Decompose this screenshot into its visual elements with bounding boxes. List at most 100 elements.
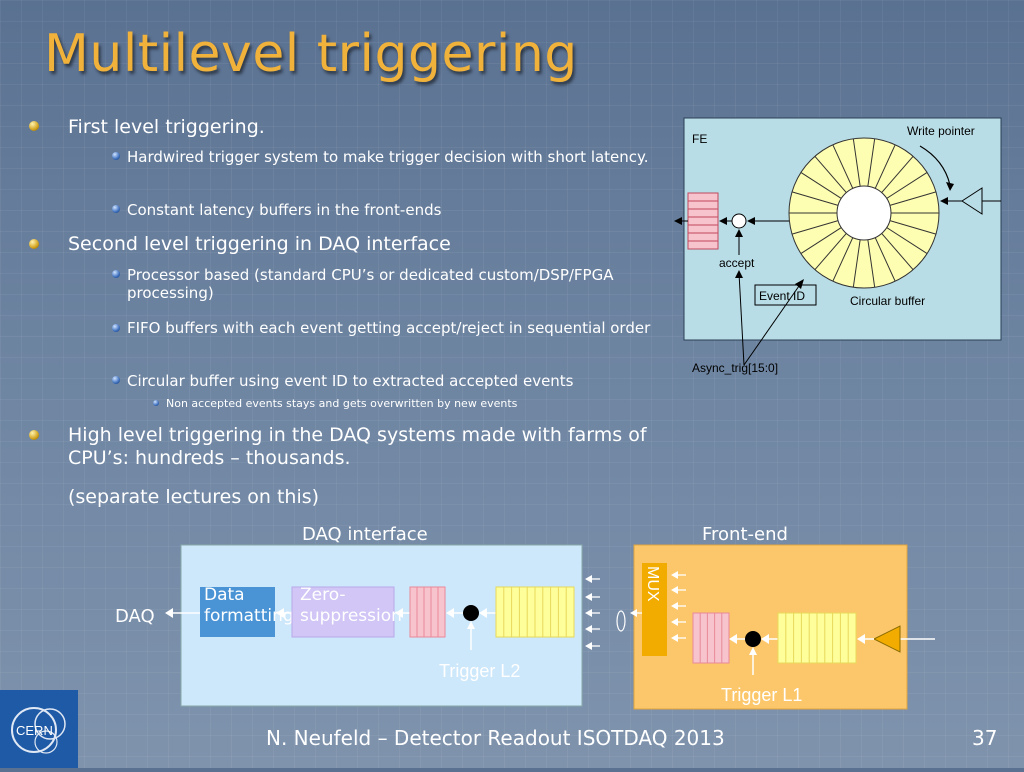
fifo-body: [409, 586, 446, 638]
input-arrowhead: [585, 642, 592, 650]
buffer-slot-divider: [874, 237, 896, 282]
buffer-slot-divider: [874, 144, 896, 189]
buffer-slot-divider: [889, 220, 937, 235]
daq-interface-label: DAQ interface: [302, 524, 428, 545]
bullet-item: High level triggering in the DAQ systems…: [68, 424, 647, 469]
bullet-item: Circular buffer using event ID to extrac…: [127, 372, 574, 390]
zero-suppression-block: [291, 586, 395, 638]
l1-yellow-fifo: [777, 612, 857, 664]
l2fifo-to-zs-arrowhead: [395, 608, 403, 618]
buffer-slot-divider: [791, 220, 839, 235]
input-arrowhead: [585, 593, 592, 601]
fe-label: FE: [692, 132, 707, 146]
buffer-slot-divider: [814, 155, 847, 193]
event-id-arrowhead: [795, 279, 804, 289]
buffer-slot-divider: [832, 144, 854, 189]
input-arrowhead: [671, 634, 678, 642]
amplifier-triangle-icon: [872, 625, 901, 653]
bullet-dot-icon: [29, 430, 39, 440]
footer-text: N. Neufeld – Detector Readout ISOTDAQ 20…: [266, 726, 725, 750]
bullet-dot-icon: [112, 324, 120, 332]
bullet-dot-icon: [112, 152, 120, 160]
gate-to-l1fifo-arrowhead: [729, 634, 737, 644]
zs-to-df-arrowhead: [276, 608, 284, 618]
trigger-l1-gate: [745, 631, 761, 647]
bullet-item: First level triggering.: [68, 116, 265, 138]
buffer-slot-divider: [889, 191, 937, 206]
mux-input-arrows: [671, 571, 686, 642]
async-trig-arrowhead: [735, 270, 743, 278]
input-arrowhead: [671, 618, 678, 626]
bullet-item: Hardwired trigger system to make trigger…: [127, 148, 649, 166]
bullet-item: Second level triggering in DAQ interface: [68, 233, 451, 255]
front-end-box: [633, 544, 908, 710]
bullet-item: Non accepted events stays and gets overw…: [166, 397, 518, 410]
buffer-slot-divider: [832, 237, 854, 282]
input-arrowhead: [671, 602, 678, 610]
slide-title: Multilevel triggering: [44, 24, 578, 84]
bus-ellipsis: [616, 610, 626, 632]
buffer-slot-divider: [791, 191, 839, 206]
input-arrowhead: [940, 197, 948, 205]
bullet-dot-icon: [112, 205, 120, 213]
input-arrowhead: [671, 586, 678, 594]
input-arrowhead: [630, 609, 637, 617]
input-arrowhead: [585, 625, 592, 633]
mux-label: MUX: [644, 566, 661, 602]
trigger-l2-arrowhead: [467, 621, 475, 629]
write-pointer-arrow: [919, 145, 951, 186]
buffer-slot-divider: [852, 138, 861, 187]
bullet-dot-icon: [29, 239, 39, 249]
bullet-item: Processor based (standard CPU’s or dedic…: [127, 266, 614, 302]
input-triangle-icon: [961, 187, 983, 215]
event-id-arrow-line: [743, 285, 800, 366]
l2yellow-to-gate-arrowhead: [479, 608, 487, 618]
cern-logo-text: CERN: [16, 723, 53, 738]
l2-yellow-fifo: [495, 586, 575, 638]
trigger-l2-gate: [463, 605, 479, 621]
fifo-output-arrowhead: [674, 217, 682, 225]
buffer-slot-divider: [881, 233, 914, 271]
buffer-slot-divider: [852, 239, 861, 288]
accept-label: accept: [719, 256, 755, 270]
async-trig-line: [738, 272, 745, 366]
l1-pink-fifo: [692, 612, 730, 664]
circular-buffer-wheel: [788, 137, 940, 289]
bullet-dot-icon: [29, 121, 39, 131]
bullet-dot-icon: [112, 376, 120, 384]
buffer-slot-divider: [814, 233, 847, 271]
buffer-slot-divider: [886, 172, 928, 199]
circular-buffer-label: Circular buffer: [850, 294, 925, 308]
fe-fifo: [687, 192, 719, 250]
buffer-slot-divider: [867, 239, 876, 288]
data-formatting-block: [200, 587, 275, 637]
wheel-output-arrowhead: [747, 217, 755, 225]
bullet-item: (separate lectures on this): [68, 486, 320, 508]
input-arrowhead: [585, 575, 592, 583]
frontend-input-arrows: [585, 575, 642, 650]
buffer-slot-divider: [881, 155, 914, 193]
accept-gate: [731, 213, 747, 229]
write-pointer-arrowhead: [946, 182, 954, 191]
fifo-body: [692, 612, 730, 664]
zero-suppression-label: Zero-suppression: [300, 585, 402, 627]
accept-arrowhead: [735, 229, 743, 237]
bullet-item: FIFO buffers with each event getting acc…: [127, 319, 651, 337]
write-pointer-label: Write pointer: [907, 124, 975, 138]
amp-to-l1yellow-arrowhead: [857, 634, 865, 644]
data-formatting-label: Data formatting: [204, 585, 294, 627]
daq-output-arrowhead: [165, 608, 173, 618]
bullet-dot-icon: [153, 400, 159, 406]
daq-label: DAQ: [115, 606, 155, 627]
gate-to-l2fifo-arrowhead: [446, 608, 454, 618]
front-end-label: Front-end: [702, 524, 788, 545]
cern-logo-icon: CERN: [11, 707, 66, 754]
cern-logo: CERN: [0, 690, 78, 768]
trigger-l1-label: Trigger L1: [721, 685, 802, 705]
trigger-l2-label: Trigger L2: [439, 661, 520, 681]
page-number: 37: [972, 726, 998, 750]
buffer-slot-divider: [886, 227, 928, 254]
async-trig-label: Async_trig[15:0]: [692, 361, 778, 375]
fe-circular-buffer-diagram: FE Write pointer accept Event ID Circula…: [674, 117, 1002, 375]
buffer-slot-divider: [867, 138, 876, 187]
